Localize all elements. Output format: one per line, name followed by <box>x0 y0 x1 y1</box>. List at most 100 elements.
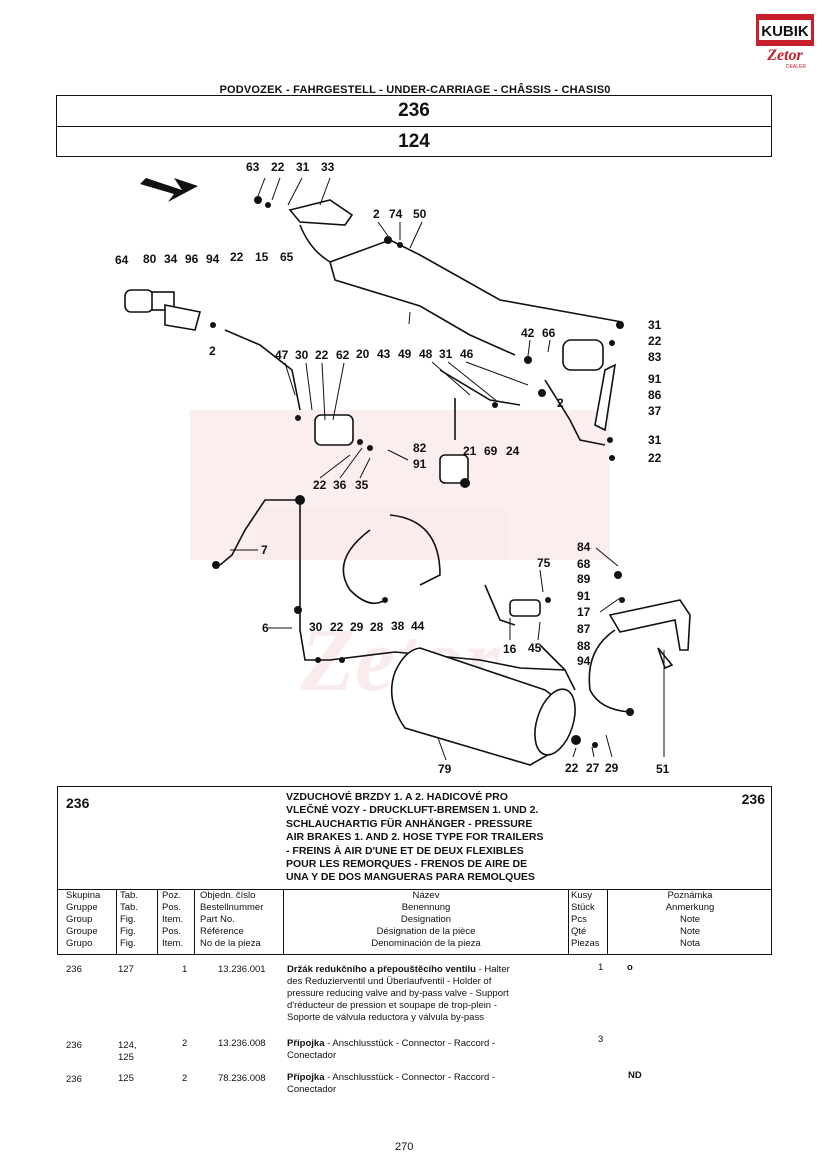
item-tab: 125 <box>118 1073 134 1084</box>
callout-22: 22 <box>648 451 662 465</box>
item-part-number: 78.236.008 <box>218 1073 266 1084</box>
callout-6: 6 <box>262 621 269 635</box>
parts-diagram: Zetor <box>115 160 691 776</box>
item-qty: 1 <box>598 962 604 973</box>
callout-2: 2 <box>373 207 380 221</box>
info-title-line: SCHLAUCHARTIG FÜR ANHÄNGER - PRESSURE <box>286 817 533 830</box>
item-group: 236 <box>66 1074 82 1085</box>
callout-50: 50 <box>413 207 427 221</box>
callout-22: 22 <box>315 348 329 362</box>
logo-brand-top: KUBIK <box>761 23 809 40</box>
item-description: Přípojka - Anschlusstück - Connector - R… <box>287 1038 496 1061</box>
valve-66 <box>562 339 604 371</box>
callout-31: 31 <box>648 433 662 447</box>
callout-84: 84 <box>577 540 591 554</box>
callout-79: 79 <box>438 762 452 776</box>
bracket-33 <box>288 199 354 226</box>
item-group: 236 <box>66 964 82 975</box>
info-title-line: VLEČNÉ VOZY - DRUCKLUFT-BREMSEN 1. UND 2… <box>286 804 539 817</box>
callout-91: 91 <box>648 372 662 386</box>
callout-30: 30 <box>295 348 309 362</box>
callout-91: 91 <box>577 589 591 603</box>
item-note: o <box>627 962 633 973</box>
page-number: 270 <box>395 1141 414 1153</box>
callout-29: 29 <box>605 761 619 775</box>
callout-2: 2 <box>557 396 564 410</box>
callout-48: 48 <box>419 347 433 361</box>
callout-44: 44 <box>411 619 425 633</box>
item-pos: 1 <box>182 964 188 975</box>
callout-22: 22 <box>271 160 285 174</box>
callout-22: 22 <box>330 620 344 634</box>
callout-38: 38 <box>391 619 405 633</box>
callout-15: 15 <box>255 250 269 264</box>
callout-29: 29 <box>350 620 364 634</box>
callout-22: 22 <box>230 250 244 264</box>
callout-20: 20 <box>356 347 370 361</box>
callout-17: 17 <box>577 605 591 619</box>
info-title-line: - FREINS À AIR D'UNE ET DE DEUX FLEXIBLE… <box>286 844 524 857</box>
item-pos: 2 <box>182 1038 188 1049</box>
info-title-line: VZDUCHOVÉ BRZDY 1. A 2. HADICOVÉ PRO <box>286 791 508 803</box>
callout-80: 80 <box>143 252 157 266</box>
direction-arrow-icon <box>140 178 198 202</box>
item-tab: 124,125 <box>118 1040 137 1063</box>
item-tab: 127 <box>118 964 134 975</box>
col-poz: Poz.Pos.Item.Pos.Item. <box>162 890 184 949</box>
callout-63: 63 <box>246 160 260 174</box>
callout-87: 87 <box>577 622 591 636</box>
info-title-line: UNA Y DE DOS MANGUERAS PARA REMOLQUES <box>286 871 535 884</box>
callout-2: 2 <box>209 344 216 358</box>
item-description: Držák redukčního a přepouštěcího ventilu… <box>287 964 510 1023</box>
header-box: 236 124 <box>56 95 772 157</box>
callout-49: 49 <box>398 347 412 361</box>
item-note: ND <box>628 1070 642 1081</box>
callout-labels: 63 22 31 33 2 74 50 64 80 34 96 94 22 15… <box>115 160 670 776</box>
callout-65: 65 <box>280 250 294 264</box>
callout-64: 64 <box>115 253 129 267</box>
callout-68: 68 <box>577 557 591 571</box>
info-title: VZDUCHOVÉ BRZDY 1. A 2. HADICOVÉ PRO VLE… <box>286 791 576 885</box>
callout-62: 62 <box>336 348 350 362</box>
info-title-line: POUR LES REMORQUES - FRENOS DE AIRE DE <box>286 858 528 871</box>
col-tab: Tab.Tab.Fig.Fig.Fig. <box>120 890 138 949</box>
valve-64 <box>124 289 154 313</box>
item-part-number: 13.236.008 <box>218 1038 266 1049</box>
valve-21 <box>439 454 469 484</box>
callout-46: 46 <box>460 347 474 361</box>
callout-7: 7 <box>261 543 268 557</box>
item-group: 236 <box>66 1040 82 1051</box>
item-qty: 3 <box>598 1034 604 1045</box>
callout-94: 94 <box>577 654 591 668</box>
callout-27: 27 <box>586 761 600 775</box>
callout-31: 31 <box>296 160 310 174</box>
callout-28: 28 <box>370 620 384 634</box>
callout-42: 42 <box>521 326 535 340</box>
callout-31: 31 <box>648 318 662 332</box>
callout-35: 35 <box>355 478 369 492</box>
callout-22: 22 <box>648 334 662 348</box>
callout-51: 51 <box>656 762 670 776</box>
callout-86: 86 <box>648 388 662 402</box>
callout-69: 69 <box>484 444 498 458</box>
item-part-number: 13.236.001 <box>218 964 266 975</box>
callout-22: 22 <box>313 478 327 492</box>
item-pos: 2 <box>182 1073 188 1084</box>
info-box: 236 VZDUCHOVÉ BRZDY 1. A 2. HADICOVÉ PRO… <box>57 786 772 889</box>
callout-43: 43 <box>377 347 391 361</box>
info-title-line: AIR BRAKES 1. AND 2. HOSE TYPE FOR TRAIL… <box>286 831 544 844</box>
group-number: 236 <box>398 100 430 121</box>
valve-62 <box>314 414 354 446</box>
logo-brand-sub: DEALER <box>786 64 806 70</box>
callout-24: 24 <box>506 444 520 458</box>
pipes <box>219 224 631 713</box>
callout-36: 36 <box>333 478 347 492</box>
callout-45: 45 <box>528 641 542 655</box>
info-group-right: 236 <box>741 791 765 807</box>
callout-16: 16 <box>503 642 517 656</box>
